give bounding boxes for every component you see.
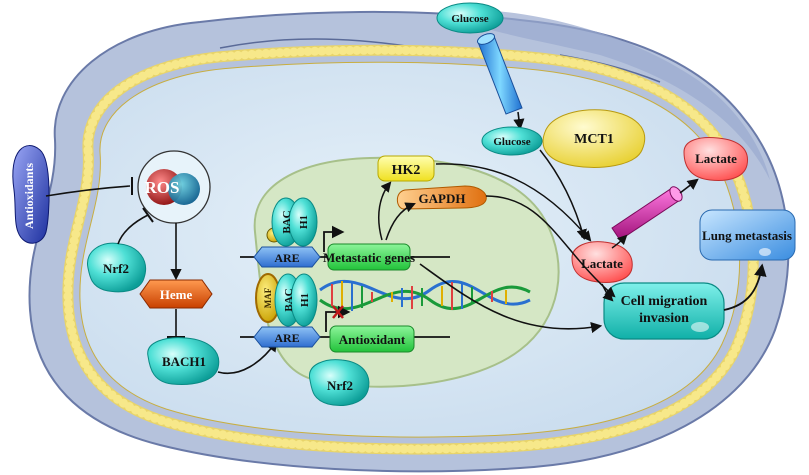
- cell-migration-label-line2: invasion: [639, 311, 689, 326]
- bach1-lower-label-b: H1: [299, 293, 311, 307]
- gapdh-to-migration-arrow: [485, 195, 616, 298]
- ros-label: ROS: [145, 178, 180, 197]
- ros-blue-molecule: [168, 173, 200, 205]
- nrf2-inhibits-ros: [117, 214, 149, 245]
- bach1-node: [147, 337, 220, 385]
- hk2-label: HK2: [392, 163, 421, 178]
- cell-outer-fold: [440, 9, 770, 180]
- heme-label: Heme: [160, 287, 193, 302]
- hk2-node: [377, 155, 435, 182]
- lactate-export-arrow: [679, 178, 699, 194]
- metastatic-genes-node: [327, 243, 411, 271]
- glucose-to-lactate-arrow: [539, 149, 587, 241]
- are-upper-label: ARE: [274, 251, 299, 265]
- dna-helix-icon: [319, 279, 531, 311]
- mct1-label: MCT1: [574, 132, 614, 147]
- are-upper-node: [253, 246, 321, 268]
- upper-transcription-arrow: [323, 225, 345, 252]
- nrf2-left-label: Nrf2: [103, 261, 129, 276]
- lactate-to-migration-arrow: [601, 283, 614, 302]
- lactate-to-channel-arrow: [611, 234, 628, 249]
- lung-metastasis-highlight: [759, 248, 771, 256]
- nrf2-bottom-node: [309, 359, 370, 406]
- bach1-label: BACH1: [162, 354, 206, 369]
- are-lower-label: ARE: [274, 331, 299, 345]
- antioxidants-inhibits-ros: [45, 185, 131, 197]
- antioxidants-label: Antioxidants: [22, 163, 36, 229]
- lung-metastasis-label: Lung metastasis: [702, 228, 792, 243]
- inhibition-x-icon: [332, 305, 344, 319]
- cell-migration-label-line1: Cell migration: [621, 294, 708, 309]
- gapdh-label: GAPDH: [419, 191, 466, 206]
- lactate-inside-label: Lactate: [581, 256, 623, 271]
- glucose-inside-node: [481, 126, 543, 156]
- genes-to-migration-arrow: [419, 263, 603, 334]
- bach1-upper-label-b: H1: [298, 215, 310, 229]
- glucose-transporter-channel: [476, 33, 523, 115]
- gapdh-node: [396, 185, 487, 210]
- glucose-inside-label: Glucose: [493, 136, 530, 148]
- lactate-inside-node: [571, 241, 633, 283]
- antioxidant-node: [329, 325, 415, 353]
- lung-metastasis-node: [699, 209, 796, 261]
- nrf2-bottom-label: Nrf2: [327, 378, 353, 393]
- glucose-transport-arrow: [513, 111, 525, 131]
- glucose-outside-node: [436, 2, 504, 34]
- cell-migration-highlight: [691, 322, 709, 332]
- migration-to-lung-arrow: [723, 263, 767, 311]
- genes-to-hk2-arrow: [378, 181, 392, 241]
- bach1-lower-label-a: BAC: [283, 288, 295, 311]
- lactate-transporter-channel: [611, 186, 683, 241]
- lactate-outside-label: Lactate: [695, 151, 737, 166]
- antioxidants-node: [12, 145, 50, 244]
- are-lower-node: [253, 326, 321, 348]
- antioxidant-label: Antioxidant: [339, 332, 406, 347]
- cell-membrane-dots-outer: [63, 45, 758, 454]
- mct1-node: [542, 109, 646, 168]
- heme-node: [139, 279, 213, 309]
- nrf2-left-node: [87, 242, 146, 293]
- nrf2-inhibit-bar: [142, 207, 154, 223]
- glucose-outside-label: Glucose: [451, 13, 488, 25]
- lower-transcription-arrow: [325, 305, 351, 332]
- maf-label: MAF: [263, 287, 273, 308]
- bach1-lower-right-node: [290, 273, 318, 327]
- bach1-upper-label-a: BAC: [281, 210, 293, 233]
- metastatic-genes-label: Metastatic genes: [323, 250, 415, 265]
- lactate-outside-node: [683, 137, 749, 181]
- bach1-upper-right-node: [288, 197, 318, 247]
- genes-to-gapdh-arrow: [385, 202, 416, 241]
- hk2-to-lactate-arrow: [435, 163, 592, 242]
